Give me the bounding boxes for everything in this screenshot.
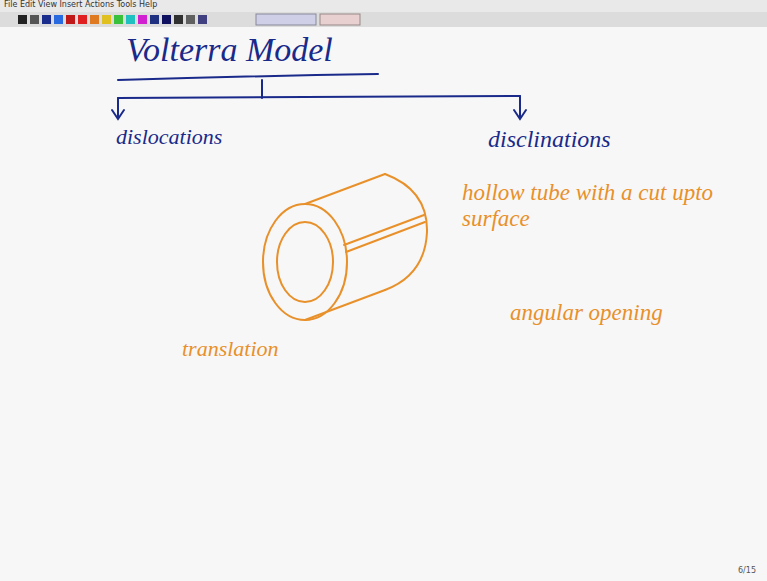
- menu-text: File Edit View Insert Actions Tools Help: [4, 0, 157, 9]
- tree-lines: [112, 74, 526, 119]
- hollow-tube: [263, 174, 427, 320]
- branch-label: dislocations: [116, 124, 222, 149]
- color-swatches: [18, 14, 360, 25]
- page-number: 6/15: [738, 566, 756, 575]
- note-text: angular opening: [510, 300, 663, 326]
- menu-bar: [0, 0, 767, 12]
- title-text: Volterra Model: [126, 30, 333, 69]
- branch-label: disclinations: [488, 126, 611, 154]
- note-text: translation: [182, 336, 279, 361]
- note-text: hollow tube with a cut upto surface: [462, 180, 727, 233]
- tool-bar: [0, 12, 767, 27]
